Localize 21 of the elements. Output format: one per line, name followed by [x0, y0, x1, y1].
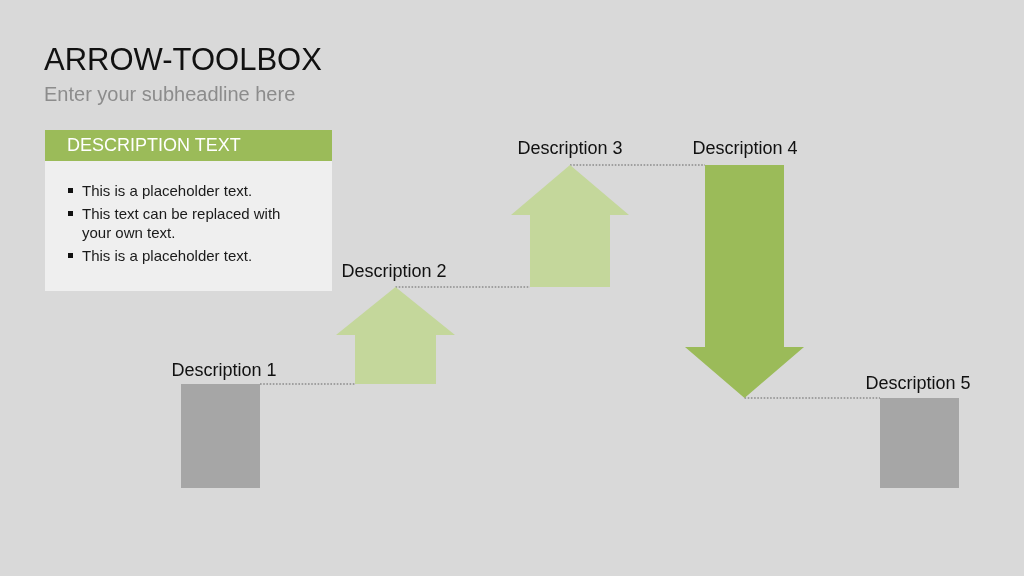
step-block — [181, 384, 260, 488]
node-label: Description 2 — [341, 260, 447, 282]
up-arrow — [336, 287, 455, 384]
bullet-text: This is a placeholder text. — [82, 181, 254, 200]
bullet-text: This is a placeholder text. — [82, 246, 254, 265]
node-label: Description 3 — [517, 137, 623, 159]
dotted-connector — [394, 286, 531, 288]
slide-title: ARROW-TOOLBOX — [44, 44, 322, 75]
panel-heading: DESCRIPTION TEXT — [45, 130, 332, 161]
node-label: Description 5 — [865, 372, 971, 394]
slide-subtitle: Enter your subheadline here — [44, 84, 296, 104]
node-label: Description 1 — [171, 359, 277, 381]
bullet-text: This text can be replaced with your own text. — [82, 204, 282, 242]
dotted-connector — [569, 164, 706, 166]
step-block — [880, 398, 959, 488]
dotted-connector — [743, 397, 881, 399]
up-arrow — [511, 165, 629, 287]
node-label: Description 4 — [692, 137, 798, 159]
down-arrow — [685, 165, 804, 398]
text-panel — [45, 130, 332, 291]
dotted-connector — [259, 383, 356, 385]
